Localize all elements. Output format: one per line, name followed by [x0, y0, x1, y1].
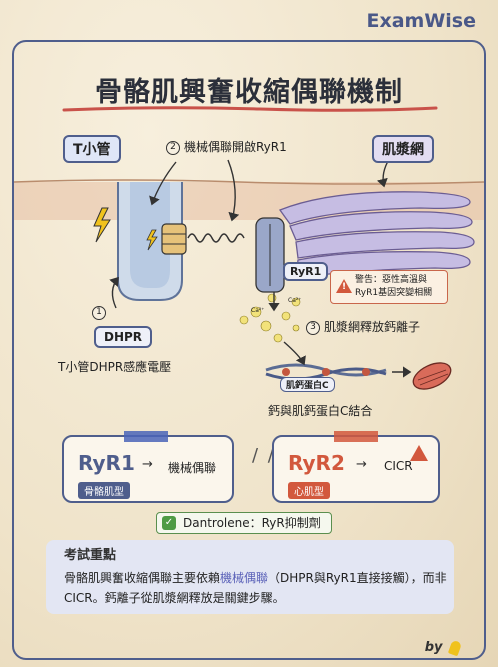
sarcoplasmic-reticulum [278, 191, 475, 279]
content-frame [12, 40, 486, 660]
warning-icon: ! [336, 279, 352, 293]
malignant-hyperthermia-warning: ! 警告：惡性高溫與 RyR1基因突變相關 [330, 270, 448, 304]
ryr1-card-result: 機械偶聯 [168, 461, 217, 475]
byline: by [425, 639, 463, 656]
exam-key-points: 考試重點 骨骼肌興奮收縮偶聯主要依賴機械偶聯（DHPR與RyR1直接接觸），而非… [46, 540, 454, 614]
ryr1-tag: RyR1 [283, 262, 329, 281]
flow-arrows [109, 151, 412, 378]
voltage-bolt-icon [93, 207, 111, 243]
ryr1-card-tissue: 骨骼肌型 [78, 482, 130, 499]
ryr2-card-tissue: 心肌型 [288, 482, 330, 499]
step-1-text: T小管DHPR感應電壓 [58, 360, 172, 374]
muscle-contraction-icon [412, 362, 452, 390]
coupling-spring [187, 233, 245, 243]
ryr1-card: RyR1 → 機械偶聯 骨骼肌型 [62, 431, 234, 503]
troponin-c-tag: 肌鈣蛋白C [280, 377, 335, 392]
exam-title: 考試重點 [64, 548, 117, 563]
dantrolene-note: ✓ Dantrolene：RyR抑制劑 [156, 512, 332, 534]
card-divider: / / [252, 445, 276, 466]
calcium-binding-text: 鈣與肌鈣蛋白C結合 [268, 404, 373, 418]
ryr1-channel [255, 217, 285, 293]
ca-ion-label: Ca²⁺ [251, 307, 265, 314]
ryr2-card: RyR2 → CICR 心肌型 [272, 431, 440, 503]
exam-body: 骨骼肌興奮收縮偶聯主要依賴機械偶聯（DHPR與RyR1直接接觸），而非CICR。… [64, 571, 447, 605]
t-tubule-tag: T小管 [63, 135, 121, 163]
ca-ion-label: Ca²⁺ [288, 297, 302, 304]
dhpr-tag: DHPR [94, 326, 153, 348]
step-1-number: 1 [92, 306, 110, 320]
page-title: 骨骼肌興奮收縮偶聯機制 [95, 77, 403, 108]
ryr2-card-result: CICR [384, 459, 413, 473]
arrow-icon: → [142, 457, 153, 472]
sr-tag: 肌漿網 [372, 135, 434, 163]
banana-icon [447, 639, 463, 656]
warning-icon [410, 445, 428, 461]
brand-logo: ExamWise [366, 10, 476, 32]
tape-strip [334, 431, 378, 442]
ryr1-card-title: RyR1 [78, 451, 135, 475]
dhpr-channel [161, 223, 187, 255]
arrow-icon: → [356, 457, 367, 472]
ryr2-card-title: RyR2 [288, 451, 345, 475]
voltage-bolt-small-icon [146, 229, 158, 251]
tape-strip [124, 431, 168, 442]
title-underline [62, 106, 438, 112]
checkmark-icon: ✓ [162, 516, 176, 530]
ecc-illustration [13, 151, 485, 390]
